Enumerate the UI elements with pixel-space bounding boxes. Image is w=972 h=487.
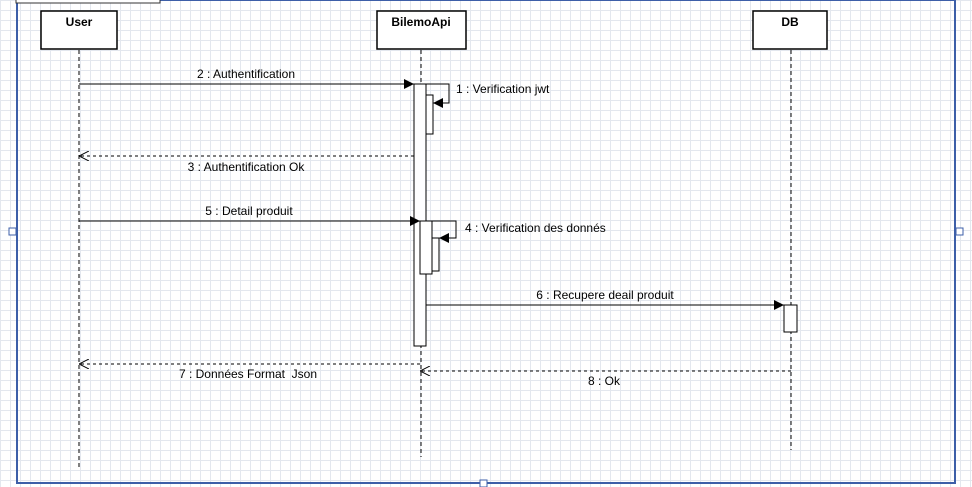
- message-label: 6 : Recupere deail produit: [536, 288, 674, 302]
- lifeline-db-title: DB: [781, 15, 799, 29]
- self-message-arrow: [432, 220, 457, 243]
- message-label: 2 : Authentification: [197, 67, 295, 81]
- activation-bar-verification-donnees-inner[interactable]: [431, 237, 440, 272]
- lifeline-bilemoapi-box[interactable]: [376, 10, 467, 50]
- message-label: 4 : Verification des donnés: [465, 221, 606, 235]
- lifeline-user[interactable]: User: [40, 10, 118, 467]
- selection-handle-bottom[interactable]: [479, 479, 488, 487]
- lifeline-user-box[interactable]: [40, 10, 118, 50]
- lifeline-db-box[interactable]: [752, 10, 828, 50]
- activation-bar-verification-donnees[interactable]: [419, 220, 433, 275]
- activation-bar-bilemoapi-main[interactable]: [413, 83, 427, 347]
- message-verification-jwt[interactable]: 1 : Verification jwt: [426, 82, 550, 108]
- lifeline-user-title: User: [66, 15, 93, 29]
- message-donnees-format-json[interactable]: 7 : Données Format Json: [79, 364, 420, 381]
- activation-bar-verification-jwt[interactable]: [425, 94, 434, 135]
- lifeline-db[interactable]: DB: [752, 10, 828, 450]
- message-label: 7 : Données Format Json: [179, 367, 317, 381]
- selection-handle-left[interactable]: [8, 227, 17, 236]
- message-authentification[interactable]: 2 : Authentification: [79, 67, 414, 89]
- message-label: 1 : Verification jwt: [456, 82, 550, 96]
- diagram-frame[interactable]: [16, 0, 956, 484]
- message-verification-donnees[interactable]: 4 : Verification des donnés: [432, 220, 606, 243]
- message-label: 8 : Ok: [588, 374, 621, 388]
- message-authentification-ok[interactable]: 3 : Authentification Ok: [79, 156, 414, 174]
- message-detail-produit[interactable]: 5 : Detail produit: [79, 204, 420, 226]
- message-recupere-detail-produit[interactable]: 6 : Recupere deail produit: [426, 288, 784, 310]
- message-label: 3 : Authentification Ok: [188, 160, 306, 174]
- message-label: 5 : Detail produit: [205, 204, 293, 218]
- self-message-arrow: [426, 83, 450, 108]
- frame-tab: [15, 0, 161, 4]
- activation-bar-db[interactable]: [783, 304, 798, 333]
- lifeline-bilemoapi-title: BilemoApi: [391, 15, 450, 29]
- selection-handle-right[interactable]: [955, 227, 964, 236]
- message-ok[interactable]: 8 : Ok: [420, 371, 791, 388]
